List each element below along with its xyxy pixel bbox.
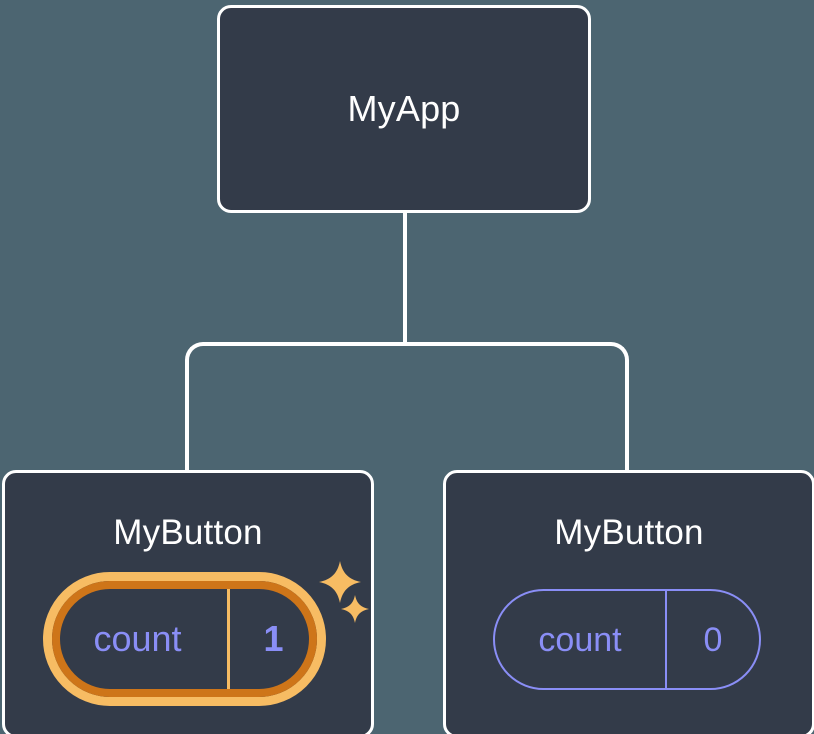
state-value-right: 0 <box>703 620 723 659</box>
sparkle-large-icon <box>319 561 361 603</box>
edge-elbow-left <box>185 342 219 376</box>
node-myapp-label: MyApp <box>347 88 461 129</box>
edge-to-left-child <box>185 342 189 472</box>
node-myapp[interactable]: MyApp <box>217 5 591 213</box>
edge-elbow-right <box>595 342 629 376</box>
state-pill-plain[interactable]: count 0 <box>493 589 761 690</box>
edge-root-trunk <box>403 212 407 346</box>
node-mybutton-left-label: MyButton <box>113 513 263 552</box>
node-mybutton-right-label: MyButton <box>554 513 704 552</box>
state-key-right: count <box>495 591 667 688</box>
state-badge-right[interactable]: count 0 <box>493 589 761 690</box>
edge-to-right-child <box>625 342 629 472</box>
sparkle-small-icon <box>341 595 369 623</box>
state-value-left: 1 <box>263 618 284 659</box>
node-mybutton-right[interactable]: MyButton <box>443 470 814 734</box>
state-badge-left[interactable]: count 1 <box>43 572 326 706</box>
edge-horizontal-bar <box>185 342 629 346</box>
state-pill-highlighted[interactable]: count 1 <box>43 572 326 706</box>
state-key-left: count <box>52 581 230 697</box>
